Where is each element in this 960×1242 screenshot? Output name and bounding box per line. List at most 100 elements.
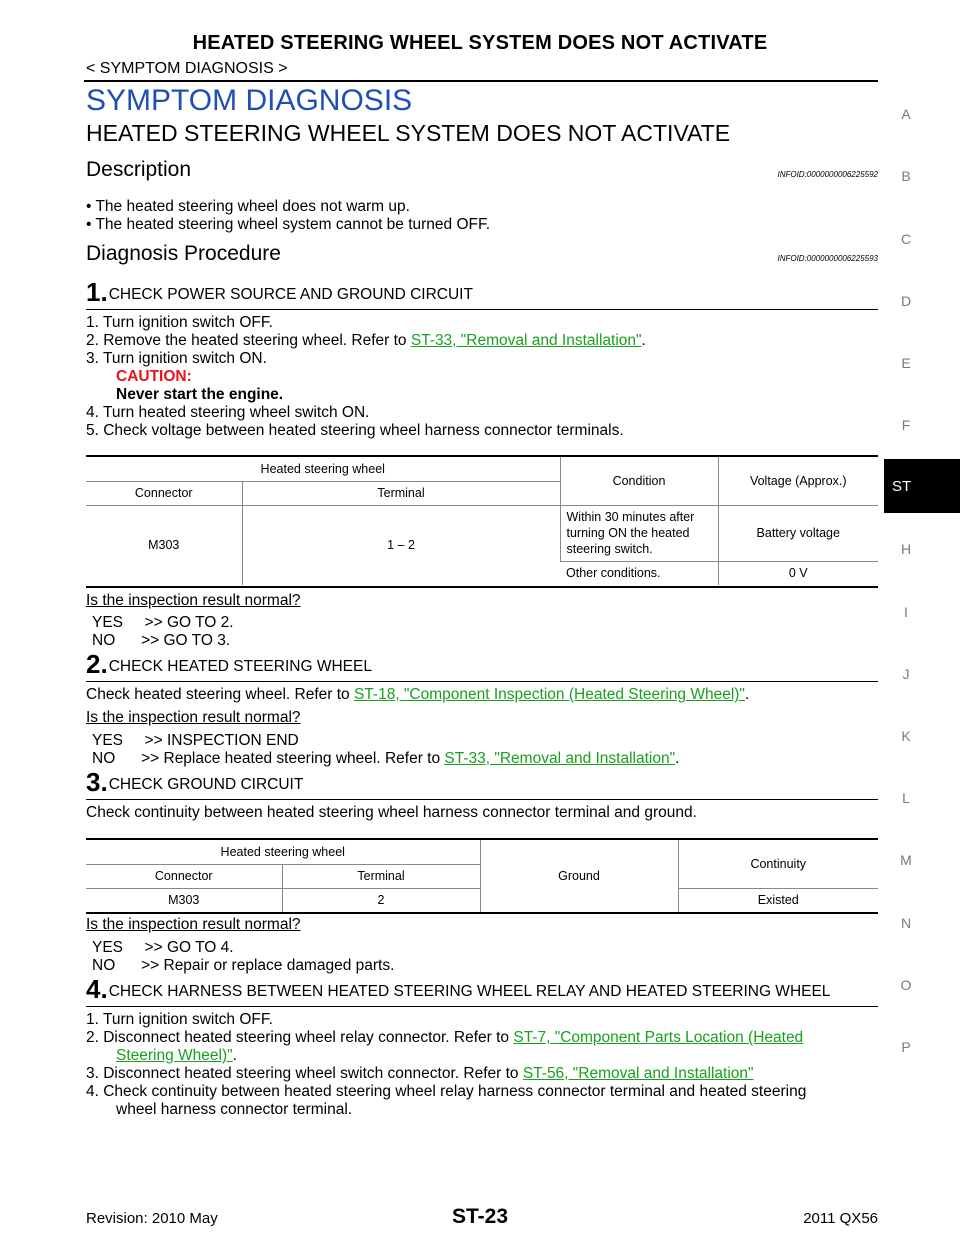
step-3-title: CHECK GROUND CIRCUIT xyxy=(108,776,304,793)
step-4-item-2-cont: Steering Wheel)". xyxy=(116,1047,237,1065)
table-1-voltage-2: 0 V xyxy=(717,560,878,585)
table-1-connector-header: Connector xyxy=(86,480,242,505)
step-1-item-1: 1. Turn ignition switch OFF. xyxy=(86,314,273,331)
step-1-yes: YES >> GO TO 2. xyxy=(92,614,234,631)
link-st-33-removal-2[interactable]: ST-33, "Removal and Installation" xyxy=(444,750,676,767)
section-title: SYMPTOM DIAGNOSIS xyxy=(86,84,413,117)
side-index-i[interactable]: I xyxy=(904,604,908,620)
table-1-voltage-1: Battery voltage xyxy=(717,504,878,561)
table-1-top-rule xyxy=(86,455,878,457)
link-st-18-component-inspection[interactable]: ST-18, "Component Inspection (Heated Ste… xyxy=(353,686,745,703)
symptom-title: HEATED STEERING WHEEL SYSTEM DOES NOT AC… xyxy=(86,120,731,146)
step-4-number: 4. xyxy=(86,974,108,1004)
step-1-heading: 1. CHECK POWER SOURCE AND GROUND CIRCUIT xyxy=(86,279,473,305)
step-3-number: 3. xyxy=(86,767,108,797)
table-1-group-header: Heated steering wheel xyxy=(260,461,385,476)
side-index-c[interactable]: C xyxy=(900,231,912,247)
description-heading: Description xyxy=(86,158,192,181)
side-index-st-active[interactable]: ST xyxy=(884,459,960,513)
voltage-table: Heated steering wheel Condition Voltage … xyxy=(86,457,878,585)
table-1-terminal-value: 1 – 2 xyxy=(241,504,560,585)
step-4-title: CHECK HARNESS BETWEEN HEATED STEERING WH… xyxy=(108,983,831,1000)
side-index-f[interactable]: F xyxy=(901,417,911,433)
header-divider xyxy=(84,80,878,82)
caution-label: CAUTION: xyxy=(116,368,192,385)
link-st-33-removal[interactable]: ST-33, "Removal and Installation" xyxy=(410,332,642,349)
side-index-d[interactable]: D xyxy=(900,293,912,309)
side-index-m[interactable]: M xyxy=(900,852,912,868)
step-1-item-2-end: . xyxy=(641,332,646,349)
side-index-k[interactable]: K xyxy=(901,728,911,744)
caution-text: Never start the engine. xyxy=(116,386,284,403)
step-3-question: Is the inspection result normal? xyxy=(86,916,301,933)
step-4-item-2-text: 2. Disconnect heated steering wheel rela… xyxy=(86,1029,514,1046)
step-4-item-4-cont: wheel harness connector terminal. xyxy=(116,1101,353,1118)
page-header-title: HEATED STEERING WHEEL SYSTEM DOES NOT AC… xyxy=(192,32,768,54)
step-2-question: Is the inspection result normal? xyxy=(86,709,301,726)
footer-page-number: ST-23 xyxy=(451,1205,509,1228)
side-index-a[interactable]: A xyxy=(901,106,911,122)
table-2-connector-value: M303 xyxy=(86,887,282,912)
table-2-top-rule xyxy=(86,838,878,840)
table-2-terminal-value: 2 xyxy=(281,887,480,912)
table-2-bottom-rule xyxy=(86,912,878,914)
step-1-item-2: 2. Remove the heated steering wheel. Ref… xyxy=(86,332,646,350)
table-1-condition-1: Within 30 minutes after turning ON the h… xyxy=(559,504,718,561)
step-1-item-4: 4. Turn heated steering wheel switch ON. xyxy=(86,404,370,421)
link-st-7-component-parts-cont[interactable]: Steering Wheel)" xyxy=(116,1047,233,1064)
step-2-text: Check heated steering wheel. Refer to ST… xyxy=(86,686,749,704)
step-1-question: Is the inspection result normal? xyxy=(86,592,301,609)
table-2-group-header: Heated steering wheel xyxy=(220,844,345,859)
table-1-connector-value: M303 xyxy=(86,504,242,585)
procedure-heading: Diagnosis Procedure xyxy=(86,242,281,265)
table-2-terminal-header: Terminal xyxy=(281,863,480,888)
step-3-text: Check continuity between heated steering… xyxy=(86,804,697,821)
step-3-yes: YES >> GO TO 4. xyxy=(92,939,234,956)
side-index-h[interactable]: H xyxy=(900,541,912,557)
side-index-o[interactable]: O xyxy=(900,977,912,993)
table-1-voltage-header: Voltage (Approx.) xyxy=(717,457,878,505)
footer-revision: Revision: 2010 May xyxy=(86,1210,218,1227)
step-4-item-4: 4. Check continuity between heated steer… xyxy=(86,1083,807,1100)
step-1-item-2-text: 2. Remove the heated steering wheel. Ref… xyxy=(86,332,411,349)
step-1-title: CHECK POWER SOURCE AND GROUND CIRCUIT xyxy=(108,286,473,303)
side-index-p[interactable]: P xyxy=(901,1039,911,1055)
link-st-56-removal[interactable]: ST-56, "Removal and Installation" xyxy=(522,1065,754,1082)
side-index-l[interactable]: L xyxy=(902,790,910,806)
step-4-item-1: 1. Turn ignition switch OFF. xyxy=(86,1011,273,1028)
step-4-item-3-text: 3. Disconnect heated steering wheel swit… xyxy=(86,1065,523,1082)
step-4-heading: 4. CHECK HARNESS BETWEEN HEATED STEERING… xyxy=(86,974,831,1004)
step-2-yes: YES >> INSPECTION END xyxy=(92,732,299,749)
step-1-item-3: 3. Turn ignition switch ON. xyxy=(86,350,267,367)
step-3-heading: 3. CHECK GROUND CIRCUIT xyxy=(86,767,304,797)
description-infoid: INFOID:0000000006225592 xyxy=(777,170,878,179)
step-4-item-3: 3. Disconnect heated steering wheel swit… xyxy=(86,1065,754,1083)
continuity-table: Heated steering wheel Ground Continuity … xyxy=(86,840,878,912)
description-bullet-2: • The heated steering wheel system canno… xyxy=(86,216,491,233)
step-2-heading: 2. CHECK HEATED STEERING WHEEL xyxy=(86,649,372,679)
side-index-j[interactable]: J xyxy=(902,666,910,682)
step-1-no: NO >> GO TO 3. xyxy=(92,632,231,649)
side-index-b[interactable]: B xyxy=(901,168,911,184)
step-2-no: NO >> Replace heated steering wheel. Ref… xyxy=(92,750,679,768)
step-2-text-post: . xyxy=(744,686,750,703)
step-2-title: CHECK HEATED STEERING WHEEL xyxy=(108,658,372,675)
table-1-bottom-rule xyxy=(86,586,878,588)
step-2-no-post: . xyxy=(675,750,680,767)
table-1-condition-2: Other conditions. xyxy=(560,560,718,585)
step-3-no: NO >> Repair or replace damaged parts. xyxy=(92,957,395,974)
link-st-7-component-parts[interactable]: ST-7, "Component Parts Location (Heated xyxy=(513,1029,804,1046)
step-4-rule xyxy=(86,1006,878,1007)
table-2-ground-header: Ground xyxy=(479,840,678,912)
step-2-number: 2. xyxy=(86,649,108,679)
footer-model: 2011 QX56 xyxy=(803,1210,878,1227)
breadcrumb: < SYMPTOM DIAGNOSIS > xyxy=(86,60,288,77)
side-index-e[interactable]: E xyxy=(901,355,911,371)
table-1-condition-header: Condition xyxy=(559,457,718,505)
step-2-no-pre: NO >> Replace heated steering wheel. Ref… xyxy=(92,750,445,767)
step-1-item-5: 5. Check voltage between heated steering… xyxy=(86,422,624,439)
table-2-continuity-value: Existed xyxy=(677,887,878,912)
side-index-n[interactable]: N xyxy=(900,915,912,931)
step-3-rule xyxy=(86,799,878,800)
step-1-rule xyxy=(86,309,878,310)
